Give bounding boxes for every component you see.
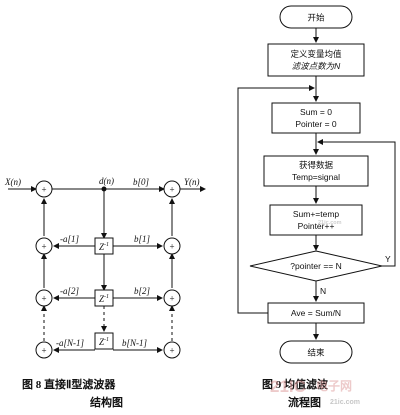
sum-symbol: + — [169, 242, 174, 252]
get-data-box — [263, 155, 369, 187]
svg-text:Z-1: Z-1 — [99, 242, 109, 252]
accumulate-box — [269, 204, 363, 236]
init-line1: Sum = 0 — [300, 107, 332, 117]
junction-dot — [101, 186, 107, 192]
init-box — [271, 102, 361, 134]
left-adders — [35, 180, 53, 359]
watermark-brand-cn: 电子网 — [316, 378, 352, 393]
delay-exponent: -1 — [104, 337, 109, 343]
acc-line1: Sum+=temp — [293, 209, 340, 219]
delay-label: Z — [99, 294, 105, 304]
flowchart-caption-line1: 图 9 均值滤波 — [262, 377, 329, 391]
sum-symbol: + — [169, 346, 174, 356]
svg-text:Z-1: Z-1 — [99, 294, 109, 304]
watermark-url-small: 21ic.com — [318, 220, 342, 226]
yes-loop-line — [317, 139, 396, 267]
coef-aN-label: -a[N-1] — [56, 338, 84, 348]
output-label: Y(n) — [184, 177, 200, 187]
sum-symbol: + — [41, 242, 46, 252]
coef-a1-label: -a[1] — [60, 234, 79, 244]
node-label: d(n) — [99, 176, 114, 186]
watermark-brand: 21IC — [270, 377, 306, 396]
acc-line2: Pointer++ — [298, 221, 335, 231]
sum-symbol: + — [169, 185, 174, 195]
delay-box-2 — [94, 289, 114, 307]
define-line1: 定义变量均值 — [290, 49, 342, 59]
coef-b1-label: b[1] — [134, 234, 151, 244]
decision-label: ?pointer == N — [290, 261, 342, 271]
outer-loop-line — [237, 85, 315, 314]
coef-b2-label: b[2] — [134, 286, 151, 296]
define-line2: 滤波点数为N — [292, 61, 342, 71]
flowchart-labels: 开始 定义变量均值 滤波点数为N Sum = 0 Pointer = 0 获得数… — [290, 13, 391, 358]
get-line1: 获得数据 — [299, 160, 334, 170]
coef-b0-label: b[0] — [133, 177, 150, 187]
delay-box-3 — [94, 332, 114, 350]
filter-structure-diagram — [8, 180, 206, 359]
sum-symbol: + — [41, 346, 46, 356]
sum-symbol: + — [169, 294, 174, 304]
sum-symbol: + — [41, 185, 46, 195]
delay-label: Z — [99, 337, 105, 347]
filter-caption-line1: 图 8 直接Ⅱ型滤波器 — [22, 377, 116, 391]
get-line2: Temp=signal — [292, 172, 340, 182]
delay-exponent: -1 — [104, 242, 109, 248]
yes-label: Y — [385, 254, 391, 264]
right-adders — [163, 180, 181, 359]
delay-exponent: -1 — [104, 294, 109, 300]
start-label: 开始 — [307, 13, 325, 23]
end-terminal — [279, 340, 353, 364]
filter-caption-line2: 结构图 — [89, 395, 123, 409]
coef-a2-label: -a[2] — [60, 286, 79, 296]
svg-text:Z-1: Z-1 — [99, 337, 109, 347]
site-watermark: 21IC 电子网 21ic.com — [270, 377, 360, 406]
sum-symbol: + — [41, 294, 46, 304]
adder-symbols: + + + + + + + + — [41, 185, 174, 356]
input-label: X(n) — [4, 177, 21, 187]
init-line2: Pointer = 0 — [295, 119, 337, 129]
no-label: N — [320, 286, 326, 296]
delay-box-1 — [94, 237, 114, 255]
flowchart — [237, 5, 396, 364]
delay-label: Z — [99, 242, 105, 252]
end-label: 结束 — [307, 348, 325, 358]
average-label: Ave = Sum/N — [291, 308, 341, 318]
delay-labels: Z-1 Z-1 Z-1 — [99, 242, 109, 347]
flowchart-caption-line2: 流程图 — [288, 395, 321, 409]
watermark-url: 21ic.com — [330, 399, 360, 406]
coef-bN-label: b[N-1] — [122, 338, 148, 348]
